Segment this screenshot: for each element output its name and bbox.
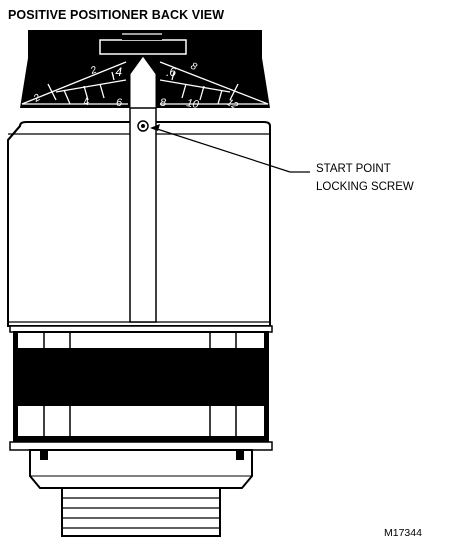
callout-line-2: LOCKING SCREW xyxy=(316,181,414,193)
callout-line-1: START POINT xyxy=(316,163,391,175)
dial-label: 6 xyxy=(116,97,123,109)
collar-bottom xyxy=(9,441,273,451)
dial-label: 2 xyxy=(31,92,43,105)
diagram-title: POSITIVE POSITIONER BACK VIEW xyxy=(8,8,225,22)
pointer-shaft xyxy=(129,107,157,323)
dial-label: 2 xyxy=(88,64,98,77)
dial-label: .6 xyxy=(166,65,176,79)
dial-label: 12 xyxy=(225,97,241,112)
threaded-base xyxy=(61,487,221,537)
dial-label: .4 xyxy=(112,65,122,79)
figure-code: M17344 xyxy=(384,527,422,539)
callout-label: START POINT LOCKING SCREW xyxy=(316,160,414,196)
dial-label: 4 xyxy=(82,96,91,109)
dial-label: 10 xyxy=(185,97,200,111)
callout-leader xyxy=(153,127,291,173)
hex-nut xyxy=(29,449,253,489)
dial-scale xyxy=(21,61,269,105)
dial-label: 8 xyxy=(189,61,199,74)
dial-label: 8 xyxy=(160,97,167,109)
